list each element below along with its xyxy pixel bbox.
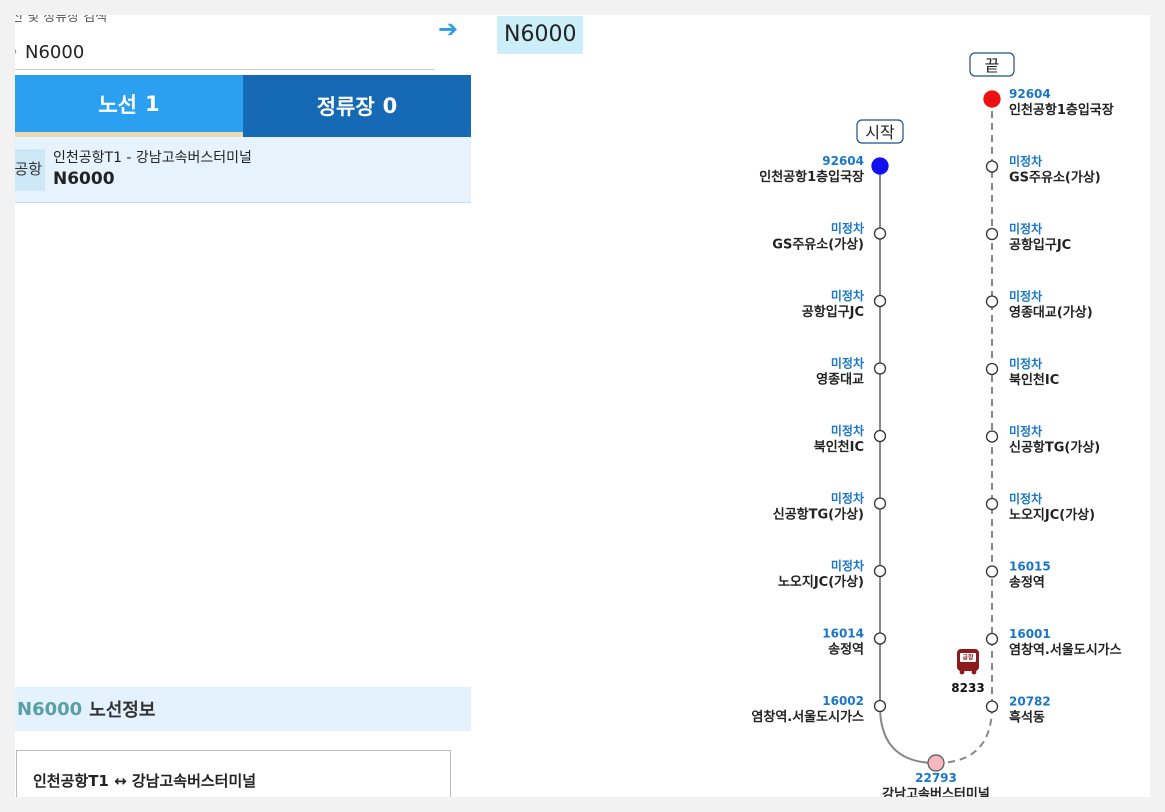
tab-stops-count: 0 bbox=[382, 94, 398, 118]
stop-name: 노오지JC(가상) bbox=[1009, 508, 1095, 523]
route-info-box: 인천공항T1 ↔ 강남고속버스터미널 bbox=[16, 750, 451, 797]
search-icon: ⌕ bbox=[15, 41, 18, 61]
stop-name: 인천공항1층입국장 bbox=[1009, 102, 1114, 118]
start-label-box bbox=[856, 119, 904, 144]
stop-id: 92604 bbox=[822, 154, 864, 168]
stop-id: 미정차 bbox=[1009, 154, 1042, 169]
stop-name: 염창역.서울도시가스 bbox=[1009, 642, 1122, 658]
stop-name: 신공항TG(가상) bbox=[1009, 440, 1100, 456]
stop-name: 공항입구JC bbox=[1009, 237, 1071, 253]
stop-name: 공항입구JC bbox=[802, 304, 864, 320]
stop-marker[interactable] bbox=[985, 160, 999, 173]
stop-marker[interactable] bbox=[873, 632, 887, 645]
result-tabs: 노선 1 정류장 0 bbox=[15, 75, 471, 137]
stop-marker[interactable] bbox=[873, 294, 887, 308]
route-info-title: 노선정보 bbox=[89, 700, 156, 721]
turnaround-stop-id: 22793 bbox=[915, 771, 957, 785]
stop-id: 92604 bbox=[1009, 87, 1051, 101]
stop-name: 송정역 bbox=[1009, 575, 1045, 591]
tab-routes-count: 1 bbox=[145, 91, 160, 116]
search-input[interactable] bbox=[25, 39, 425, 65]
left-panel: 선 및 정류장 검색 ⌕ ➔ 노선 1 정류장 0 공항 인천공항T1 - 강남… bbox=[15, 15, 471, 797]
stop-marker[interactable] bbox=[985, 632, 999, 646]
stop-id: 미정차 bbox=[1009, 491, 1042, 506]
outbound-curve bbox=[879, 705, 937, 764]
route-info-terminals: 인천공항T1 ↔ 강남고속버스터미널 bbox=[33, 772, 257, 790]
stop-name: 노오지JC(가상) bbox=[778, 575, 864, 590]
stop-name: 송정역 bbox=[828, 642, 864, 658]
bus-wheel bbox=[971, 669, 977, 675]
stop-name: 흑석동 bbox=[1009, 710, 1045, 726]
stop-marker[interactable] bbox=[985, 295, 999, 308]
stop-name: 신공항TG(가상) bbox=[773, 507, 864, 523]
route-number: N6000 bbox=[53, 169, 115, 189]
bus-plate-number[interactable]: 8233 bbox=[951, 681, 984, 695]
stop-id: 미정차 bbox=[831, 288, 864, 303]
start-label: 시작 bbox=[865, 123, 895, 142]
end-stop-marker[interactable] bbox=[983, 90, 1001, 108]
end-label-box bbox=[969, 52, 1015, 77]
tab-routes[interactable]: 노선 1 bbox=[15, 75, 243, 137]
stop-marker[interactable] bbox=[873, 564, 887, 578]
stop-marker[interactable] bbox=[985, 227, 999, 241]
route-type-badge: 공항 bbox=[15, 149, 45, 191]
arrow-right-icon[interactable]: ➔ bbox=[438, 15, 459, 43]
stop-id: 미정차 bbox=[1009, 289, 1042, 304]
bus-type-badge: 공항 bbox=[962, 654, 974, 662]
tab-routes-label: 노선 bbox=[98, 92, 137, 117]
stop-id: 미정차 bbox=[831, 558, 864, 573]
stop-id: 미정차 bbox=[831, 356, 864, 371]
route-badge: N6000 bbox=[497, 16, 584, 54]
stop-marker[interactable] bbox=[985, 430, 999, 443]
stop-name: 북인천IC bbox=[814, 439, 864, 455]
search-bar: ⌕ bbox=[15, 37, 435, 70]
route-description: 인천공항T1 - 강남고속버스터미널 bbox=[53, 150, 252, 166]
stop-id: 미정차 bbox=[831, 491, 864, 506]
stop-id: 미정차 bbox=[1009, 356, 1042, 371]
stop-name: 북인천IC bbox=[1009, 372, 1059, 388]
end-label: 끝 bbox=[985, 56, 1000, 75]
search-caption: 선 및 정류장 검색 bbox=[15, 15, 108, 25]
route-info-header: N6000 노선정보 bbox=[15, 687, 471, 731]
stop-id: 미정차 bbox=[831, 221, 864, 236]
stop-marker[interactable] bbox=[985, 565, 999, 578]
route-diagram: 92604인천공항1층입국장미정차GS주유소(가상)미정차공항입구JC미정차영종… bbox=[751, 52, 1122, 797]
stop-id: 16001 bbox=[1009, 627, 1051, 641]
stop-id: 16002 bbox=[822, 694, 864, 708]
stop-marker[interactable] bbox=[985, 497, 999, 511]
stop-name: GS주유소(가상) bbox=[772, 238, 864, 253]
stop-marker[interactable] bbox=[985, 700, 999, 713]
turnaround-stop-name: 강남고속버스터미널 bbox=[882, 786, 990, 797]
tab-stops[interactable]: 정류장 0 bbox=[243, 75, 471, 137]
stop-name: 영종대교(가상) bbox=[1009, 306, 1093, 321]
stop-name: GS주유소(가상) bbox=[1009, 171, 1101, 186]
tab-stops-label: 정류장 bbox=[316, 95, 375, 119]
start-stop-marker[interactable] bbox=[871, 157, 889, 175]
app-frame: 선 및 정류장 검색 ⌕ ➔ 노선 1 정류장 0 공항 인천공항T1 - 강남… bbox=[15, 15, 1150, 797]
bus-window bbox=[960, 653, 976, 662]
turnaround-stop-marker[interactable] bbox=[927, 754, 945, 772]
stop-id: 미정차 bbox=[831, 423, 864, 438]
stop-id: 20782 bbox=[1009, 695, 1051, 709]
stop-marker[interactable] bbox=[873, 497, 887, 510]
stop-id: 16014 bbox=[822, 627, 864, 641]
stop-name: 인천공항1층입국장 bbox=[759, 169, 864, 185]
stop-name: 염창역.서울도시가스 bbox=[751, 709, 864, 725]
stop-marker[interactable] bbox=[985, 362, 999, 376]
stop-marker[interactable] bbox=[873, 227, 887, 240]
route-info-number: N6000 bbox=[17, 698, 83, 720]
stop-marker[interactable] bbox=[873, 362, 887, 375]
stop-id: 미정차 bbox=[1009, 221, 1042, 236]
stop-id: 16015 bbox=[1009, 560, 1051, 574]
stop-marker[interactable] bbox=[873, 429, 887, 443]
stop-marker[interactable] bbox=[873, 699, 887, 713]
stop-name: 영종대교 bbox=[816, 373, 864, 388]
stop-id: 미정차 bbox=[1009, 424, 1042, 439]
route-result-item[interactable]: 공항 인천공항T1 - 강남고속버스터미널 N6000 bbox=[15, 137, 471, 203]
inbound-curve bbox=[935, 706, 993, 764]
bus-wheel bbox=[959, 669, 965, 675]
